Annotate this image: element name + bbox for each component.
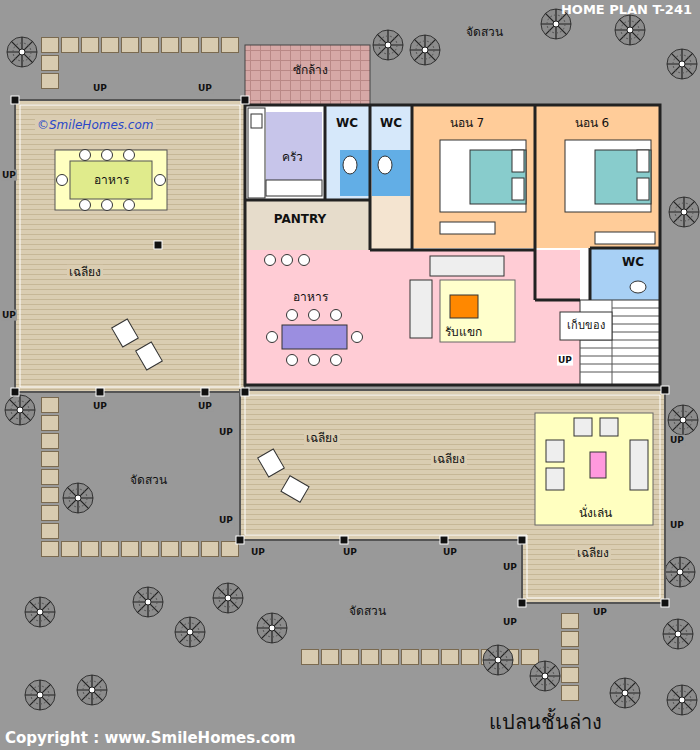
room-area: ซักล้าง xyxy=(245,45,370,105)
room-label: อาหาร xyxy=(291,290,330,304)
room-label: WC xyxy=(334,116,360,130)
stair-up-label: UP xyxy=(442,547,458,558)
room-label: PANTRY xyxy=(272,212,328,226)
plan-caption: แปลนชั้นล่าง xyxy=(489,706,602,738)
room-area: เฉลียง xyxy=(522,540,665,603)
room-label: รับแขก xyxy=(443,325,484,339)
room-label: เฉลียง xyxy=(67,265,103,279)
room-area: เก็บของ xyxy=(560,312,612,340)
room-label: ครัว xyxy=(280,150,305,164)
room-area: เฉลียงเฉลียงนั่งเล่น xyxy=(240,390,665,540)
stair-up-label: UP xyxy=(502,617,518,628)
room-area: WC xyxy=(590,248,660,300)
plan-title: HOME PLAN T-241 xyxy=(561,2,692,17)
room-label: ซักล้าง xyxy=(291,63,330,77)
stair-up-label: UP xyxy=(218,427,234,438)
stair-up-label: UP xyxy=(197,83,213,94)
room-area: PANTRY xyxy=(245,200,370,250)
stair-up-label: UP xyxy=(342,547,358,558)
room-area: เฉลียง อาหาร xyxy=(15,100,245,392)
room-area: อาหารรับแขก xyxy=(245,250,580,385)
room-label: นอน 7 xyxy=(448,116,486,130)
room-area: นอน 6 xyxy=(535,105,660,248)
room-area: WC xyxy=(325,105,370,200)
stair-up-label: UP xyxy=(1,170,17,181)
room-area: WC xyxy=(370,105,412,200)
room-label: WC xyxy=(378,116,404,130)
room-label: เฉลียง xyxy=(304,431,340,445)
room-label: เก็บของ xyxy=(565,319,607,332)
stair-up-label: UP xyxy=(92,83,108,94)
room-label: เฉลียง xyxy=(431,452,467,466)
stair-up-label: UP xyxy=(502,562,518,573)
stair-up-label: UP xyxy=(669,435,685,446)
room-area: ครัว xyxy=(245,105,325,200)
room-label: WC xyxy=(620,255,646,269)
stair-up-label: UP xyxy=(669,520,685,531)
room-label: นอน 6 xyxy=(573,116,611,130)
stair-up-label: UP xyxy=(592,607,608,618)
room-label: นั่งเล่น xyxy=(577,506,614,520)
watermark: ©SmileHomes.com xyxy=(35,118,156,132)
stair-up-label: UP xyxy=(250,547,266,558)
stair-up-label: UP xyxy=(557,355,573,366)
room-label: เฉลียง xyxy=(575,546,611,560)
garden-label: จัดสวน xyxy=(347,604,388,618)
garden-label: จัดสวน xyxy=(128,473,169,487)
garden-label: จัดสวน xyxy=(464,25,505,39)
room-area: นั่งเล่น xyxy=(535,413,653,525)
stair-up-label: UP xyxy=(1,310,17,321)
room-area: นอน 7 xyxy=(412,105,535,248)
copyright-note: Copyright : www.SmileHomes.com xyxy=(5,729,296,747)
stair-up-label: UP xyxy=(218,515,234,526)
stair-up-label: UP xyxy=(92,401,108,412)
stair-up-label: UP xyxy=(197,401,213,412)
room-label: อาหาร xyxy=(92,173,131,187)
room-area: อาหาร xyxy=(55,150,167,210)
